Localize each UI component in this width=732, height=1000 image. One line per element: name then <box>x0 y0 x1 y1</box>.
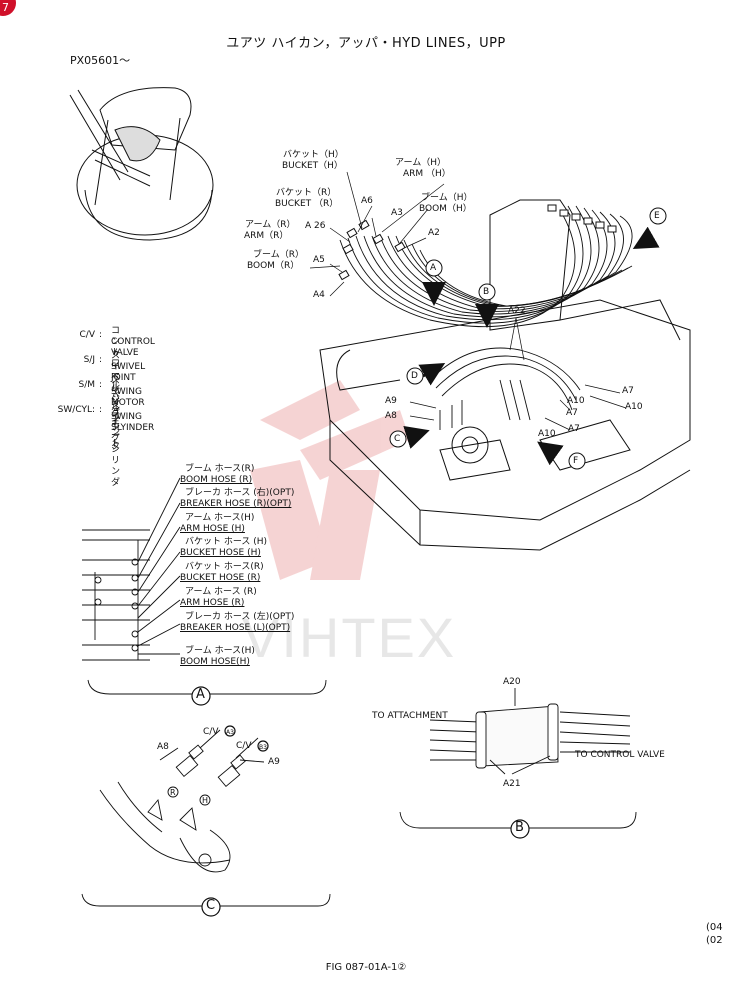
hose-arm-h-jp: アーム ホース(H) <box>185 513 255 523</box>
label-a7-3: A7 <box>568 424 580 434</box>
label-c-a9: A9 <box>268 757 280 767</box>
label-to-attachment: TO ATTACHMENT <box>372 711 448 721</box>
serial-range: PX05601～ <box>70 54 131 67</box>
label-c-a8: A8 <box>157 742 169 752</box>
label-arm-h-jp: アーム（H） <box>395 158 446 168</box>
label-a6: A6 <box>361 196 373 206</box>
watermark-logo <box>250 380 410 580</box>
watermark: VIHTEX <box>242 606 457 669</box>
hose-arm-r-jp: アーム ホース (R) <box>185 587 257 597</box>
detail-c-fittings <box>81 729 331 907</box>
label-arm-h-en: ARM （H） <box>403 169 451 179</box>
excavator-thumbnail <box>69 87 214 241</box>
callout-b: B <box>483 287 490 297</box>
leader-lines <box>309 171 627 431</box>
page-ref-1: (04 <box>706 922 723 933</box>
figure-number: FIG 087-01A-1② <box>325 962 407 973</box>
label-cv-a3: C/V <box>203 727 219 737</box>
label-a10-1: A10 <box>567 396 585 406</box>
label-a20: A20 <box>503 677 521 687</box>
hose-boom-r-jp: ブーム ホース(R) <box>185 464 255 474</box>
label-cv-b3: C/V <box>236 741 252 751</box>
callout-d: D <box>411 371 418 381</box>
hose-boom-h-en: BOOM HOSE(H) <box>180 657 250 667</box>
label-arm-r-jp: アーム（R） <box>245 220 296 230</box>
hose-bucket-h-en: BUCKET HOSE (H) <box>180 548 261 558</box>
label-a10-2: A10 <box>625 402 643 412</box>
upper-frame <box>319 199 691 551</box>
label-boom-r-en: BOOM（R） <box>247 261 300 271</box>
hose-breaker-l-jp: ブレーカ ホース (左)(OPT) <box>185 612 295 622</box>
port-h: H <box>202 796 209 805</box>
label-a8: A8 <box>385 411 397 421</box>
hose-arm-h-en: ARM HOSE (H) <box>180 524 245 534</box>
label-a10-3: A10 <box>538 429 556 439</box>
hose-breaker-r-en: BREAKER HOSE (R)(OPT) <box>180 499 292 509</box>
label-a4: A4 <box>313 290 325 300</box>
callout-a: A <box>430 263 437 273</box>
detail-a-label: A <box>196 687 205 702</box>
detail-b-label: B <box>515 820 524 835</box>
label-to-control-valve: TO CONTROL VALVE <box>575 750 665 760</box>
hose-bucket-h-jp: バケット ホース (H) <box>185 537 268 547</box>
hose-breaker-l-en: BREAKER HOSE (L)(OPT) <box>180 623 291 633</box>
page-ref-2: (02 <box>706 935 723 946</box>
label-bucket-h-en: BUCKET（H） <box>282 161 343 171</box>
hose-boom-h-jp: ブーム ホース(H) <box>185 646 255 656</box>
callout-c: C <box>394 434 401 444</box>
label-a7-1: A7 <box>622 386 634 396</box>
label-boom-h-jp: ブーム（H） <box>421 193 473 203</box>
hose-arm-r-en: ARM HOSE (R) <box>180 598 245 608</box>
callout-arrows <box>403 226 660 466</box>
hose-bucket-r-jp: バケット ホース(R) <box>185 562 264 572</box>
page-title: ユアツ ハイカン，アッパ・HYD LINES，UPP <box>226 36 506 51</box>
label-boom-h-en: BOOM（H） <box>419 204 472 214</box>
label-a2: A2 <box>428 228 440 238</box>
hose-bucket-r-en: BUCKET HOSE (R) <box>180 573 261 583</box>
label-a9: A9 <box>385 396 397 406</box>
label-a3: A3 <box>391 208 403 218</box>
badge-b3: B3 <box>259 744 267 751</box>
corner-page-tab: 7 <box>0 0 16 16</box>
label-a22: A22 <box>508 306 526 316</box>
label-a26: A 26 <box>305 221 326 231</box>
label-a7-2: A7 <box>566 408 578 418</box>
detail-b-sleeve <box>399 688 637 829</box>
port-r: R <box>170 788 176 797</box>
detail-c-label: C <box>206 898 216 913</box>
badge-a3: A3 <box>226 729 234 736</box>
label-boom-r-jp: ブーム（R） <box>253 250 304 260</box>
callout-circles <box>389 207 667 470</box>
label-bucket-r-jp: バケット（R） <box>276 188 337 198</box>
label-a5: A5 <box>313 255 325 265</box>
label-arm-r-en: ARM（R） <box>244 231 289 241</box>
callout-f: F <box>573 456 579 466</box>
hose-breaker-r-jp: ブレーカ ホース (右)(OPT) <box>185 488 295 498</box>
hose-boom-r-en: BOOM HOSE (R) <box>180 475 253 485</box>
label-bucket-h-jp: バケット（H） <box>283 150 344 160</box>
detail-badges <box>191 686 530 917</box>
callout-e: E <box>654 211 660 221</box>
label-a21: A21 <box>503 779 521 789</box>
label-bucket-r-en: BUCKET （R） <box>275 199 339 209</box>
hose-bundle <box>339 205 633 430</box>
